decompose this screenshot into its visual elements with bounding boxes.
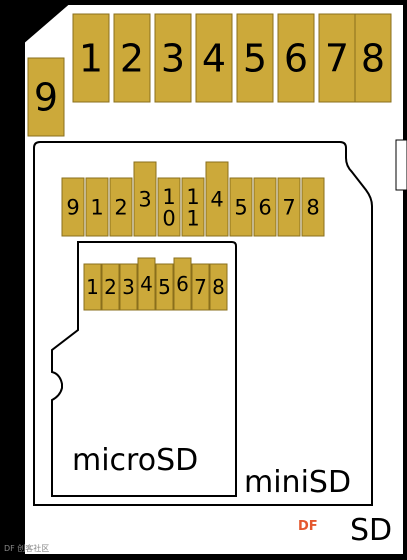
minisd-pin-3-label: 3 [138, 188, 151, 212]
microsd-pin-2-pad [101, 263, 120, 311]
sd-label: SD [350, 513, 392, 548]
sd-pin-2-label: 2 [120, 37, 144, 81]
minisd-pin-1-pad [85, 177, 109, 237]
minisd-pin-9-label: 9 [66, 196, 79, 220]
minisd-pin-2-label: 2 [114, 196, 127, 220]
microsd-label: microSD [72, 443, 198, 478]
sd-pin-9-label: 9 [34, 76, 58, 120]
minisd-pin-10-pad [157, 177, 181, 237]
sd-pin-7-label: 7 [325, 37, 349, 81]
sd-pin-9-group: 9 [27, 57, 65, 137]
sd-pin-4-pad [195, 13, 233, 103]
sd-card-left-notch-bottom [0, 405, 6, 445]
minisd-pin-11-pad [181, 177, 205, 237]
minisd-pin-8-pad [301, 177, 325, 237]
microsd-pin-4-pad [137, 257, 156, 311]
microsd-pin-1-label: 1 [86, 275, 99, 299]
watermark-corner: DF 创客社区 [4, 543, 49, 553]
sd-card-left-notch-top [0, 170, 8, 220]
microsd-pin-8-label: 8 [212, 275, 225, 299]
sd-pin-4-label: 4 [202, 37, 226, 81]
sd-pin-9-pad [27, 57, 65, 137]
microsd-pin-3-pad [119, 263, 138, 311]
minisd-pin-6-pad [253, 177, 277, 237]
microsd-pin-6-pad [173, 257, 192, 311]
microsd-pin-2-label: 2 [104, 275, 117, 299]
sd-pin-6-pad [277, 13, 315, 103]
minisd-pin-5-pad [229, 177, 253, 237]
microsd-pin-7-label: 7 [194, 275, 207, 299]
sd-card-side-notch [395, 139, 407, 191]
microsd-pin-4-label: 4 [140, 272, 153, 296]
minisd-label: miniSD [244, 465, 351, 500]
sd-pin-6-label: 6 [284, 37, 308, 81]
microsd-pin-5-pad [155, 263, 174, 311]
microsd-pin-6-label: 6 [176, 272, 189, 296]
microsd-pin-5-label: 5 [158, 275, 171, 299]
sd-pin-8-label: 8 [361, 37, 385, 81]
sd-pin-3-pad [154, 13, 192, 103]
sd-pin-2-pad [113, 13, 151, 103]
minisd-pin-2-pad [109, 177, 133, 237]
minisd-pin-7-label: 7 [282, 196, 295, 220]
minisd-pin-6-label: 6 [258, 196, 271, 220]
microsd-pin-8-pad [209, 263, 228, 311]
sd-pin-5-pad [236, 13, 274, 103]
sd-pin-3-label: 3 [161, 37, 185, 81]
sd-pin-8-pad [354, 13, 392, 103]
sd-pin-5-label: 5 [243, 37, 267, 81]
sd-pin-1-pad [72, 13, 110, 103]
microsd-pin-3-label: 3 [122, 275, 135, 299]
minisd-pin-5-label: 5 [234, 196, 247, 220]
watermark-logo: DF [298, 519, 318, 534]
minisd-pin-8-label: 8 [306, 196, 319, 220]
minisd-pin-1-label: 1 [90, 196, 103, 220]
sd-pin-7-pad [318, 13, 356, 103]
microsd-pin-7-pad [191, 263, 210, 311]
minisd-pin-4-pad [205, 161, 229, 237]
minisd-pin-7-pad [277, 177, 301, 237]
minisd-pin-9-pad [61, 177, 85, 237]
minisd-pin-3-pad [133, 161, 157, 237]
sd-pin-1-label: 1 [79, 37, 103, 81]
minisd-pin-4-label: 4 [210, 188, 223, 212]
microsd-pin-1-pad [83, 263, 102, 311]
